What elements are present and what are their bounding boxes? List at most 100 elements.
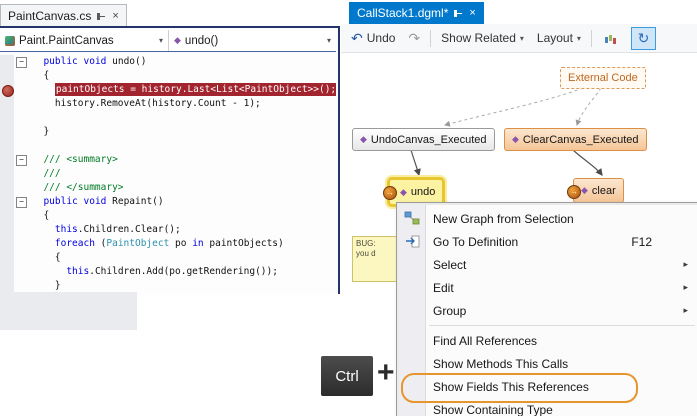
graph-node-clearcanvas-executed[interactable]: ◆ ClearCanvas_Executed: [504, 128, 647, 151]
code-line-text: [28, 139, 32, 153]
bug-note-line1: BUG:: [356, 239, 376, 248]
graph-node-clear[interactable]: → ◆ clear: [567, 178, 624, 203]
menu-item-label: Show Fields This References: [433, 379, 589, 394]
sync-graph-button[interactable]: ↻: [630, 26, 656, 50]
menu-item-show-methods-this-calls[interactable]: Show Methods This Calls: [399, 352, 697, 375]
breakpoint-margin[interactable]: [0, 209, 14, 223]
code-segment: public: [43, 196, 78, 207]
breakpoint-margin[interactable]: [0, 181, 14, 195]
breakpoint-margin[interactable]: [0, 237, 14, 251]
breakpoint-margin[interactable]: [0, 223, 14, 237]
redo-button[interactable]: ↷: [405, 29, 423, 47]
breakpoint-margin[interactable]: [0, 55, 14, 69]
menu-item-find-all-references[interactable]: Find All References: [399, 329, 697, 352]
code-segment: undo(): [106, 56, 147, 67]
breakpoint-margin[interactable]: [0, 251, 14, 265]
breakpoint-margin[interactable]: [0, 111, 14, 125]
pin-icon[interactable]: [454, 9, 463, 18]
node-label: UndoCanvas_Executed: [370, 133, 487, 146]
node-label: ClearCanvas_Executed: [522, 133, 639, 146]
undo-button[interactable]: ↶ Undo: [348, 29, 398, 47]
graph-toolbar: ↶ Undo ↷ Show Related ▾ Layout ▾ ↻: [341, 24, 697, 53]
close-icon[interactable]: ×: [112, 9, 119, 22]
code-segment: .Children.Clear();: [77, 224, 181, 235]
menu-item-group[interactable]: Group ▸: [399, 299, 697, 322]
code-segment: paintObjects): [203, 238, 284, 249]
breakpoint-margin[interactable]: [0, 279, 14, 293]
tab-paintcanvas[interactable]: PaintCanvas.cs ×: [0, 4, 127, 27]
new-graph-icon: [404, 211, 420, 225]
menu-item-label: Find All References: [433, 333, 538, 348]
menu-item-label: Go To Definition: [433, 234, 519, 249]
submenu-arrow-icon: ▸: [683, 259, 688, 269]
code-segment: public: [43, 56, 78, 67]
fold-margin: [14, 251, 28, 265]
chevron-down-icon[interactable]: ▾: [158, 36, 163, 45]
code-segment: ///: [43, 168, 61, 179]
breakpoint-margin[interactable]: [0, 83, 14, 97]
code-segment: [32, 56, 43, 67]
breakpoint-margin[interactable]: [0, 139, 14, 153]
event-handler-icon: ◆: [360, 134, 367, 144]
graph-icon: [605, 33, 617, 43]
show-related-dropdown[interactable]: Show Related ▾: [438, 29, 527, 47]
instruction-pointer-icon: →: [383, 186, 397, 200]
ctrl-key: Ctrl: [321, 356, 373, 396]
menu-item-show-fields-this-references[interactable]: Show Fields This References: [399, 375, 697, 398]
code-segment: PaintObject: [106, 238, 170, 249]
code-segment: void: [83, 56, 107, 67]
fold-margin: −: [14, 195, 28, 209]
breakpoint-margin[interactable]: [0, 265, 14, 279]
node-label: clear: [591, 184, 616, 197]
tab-callstack-dgml[interactable]: CallStack1.dgml* ×: [349, 2, 484, 24]
code-segment: foreach: [54, 238, 95, 249]
pin-icon[interactable]: [97, 12, 106, 21]
code-segment: {: [32, 252, 61, 263]
graph-node-undocanvas-executed[interactable]: ◆ UndoCanvas_Executed: [352, 128, 495, 151]
code-line-text: this.Children.Clear();: [28, 223, 181, 237]
layout-dropdown[interactable]: Layout ▾: [534, 29, 584, 47]
menu-item-show-containing-type[interactable]: Show Containing Type: [399, 398, 697, 416]
code-segment: {: [32, 210, 50, 221]
code-segment: [32, 168, 43, 179]
breakpoint-margin[interactable]: [0, 167, 14, 181]
redo-icon: ↷: [408, 30, 421, 46]
breakpoint-margin[interactable]: [0, 125, 14, 139]
code-segment: /// </summary>: [43, 182, 124, 193]
fold-collapse-icon[interactable]: −: [16, 57, 27, 68]
code-segment: .Children.Add(po.getRendering());: [89, 266, 278, 277]
code-segment: /// <summary>: [43, 154, 118, 165]
code-line: }: [0, 279, 336, 293]
graph-score-button[interactable]: [599, 27, 624, 50]
menu-item-edit[interactable]: Edit ▸: [399, 276, 697, 299]
breakpoint-margin[interactable]: [0, 153, 14, 167]
breakpoint-icon[interactable]: [2, 85, 14, 97]
type-dropdown[interactable]: Paint.PaintCanvas ▾: [0, 30, 169, 51]
chevron-down-icon[interactable]: ▾: [326, 36, 331, 45]
code-line: [0, 111, 336, 125]
code-line-text: [28, 111, 32, 125]
member-dropdown[interactable]: ◆ undo() ▾: [169, 30, 336, 51]
fold-collapse-icon[interactable]: −: [16, 155, 27, 166]
code-area[interactable]: − public void undo() { paintObjects = hi…: [0, 52, 336, 295]
code-segment: history.RemoveAt(history.Count - 1);: [32, 98, 261, 109]
toolbar-separator: [430, 29, 432, 47]
menu-item-new-graph-from-selection[interactable]: New Graph from Selection: [399, 207, 697, 230]
breakpoint-margin[interactable]: [0, 69, 14, 83]
breakpoint-margin[interactable]: [0, 195, 14, 209]
code-line-text: history.RemoveAt(history.Count - 1);: [28, 97, 261, 111]
menu-item-select[interactable]: Select ▸: [399, 253, 697, 276]
menu-item-go-to-definition[interactable]: Go To Definition F12: [399, 230, 697, 253]
code-line-text: this.Children.Add(po.getRendering());: [28, 265, 278, 279]
undo-icon: ↶: [351, 30, 363, 46]
breakpoint-margin[interactable]: [0, 97, 14, 111]
code-line: }: [0, 125, 336, 139]
menu-separator: [429, 325, 695, 326]
go-to-definition-icon: [406, 235, 420, 248]
fold-collapse-icon[interactable]: −: [16, 197, 27, 208]
graph-node-external-code[interactable]: External Code: [560, 67, 646, 89]
code-segment: in: [192, 238, 204, 249]
code-line: [0, 139, 336, 153]
close-icon[interactable]: ×: [469, 6, 476, 19]
